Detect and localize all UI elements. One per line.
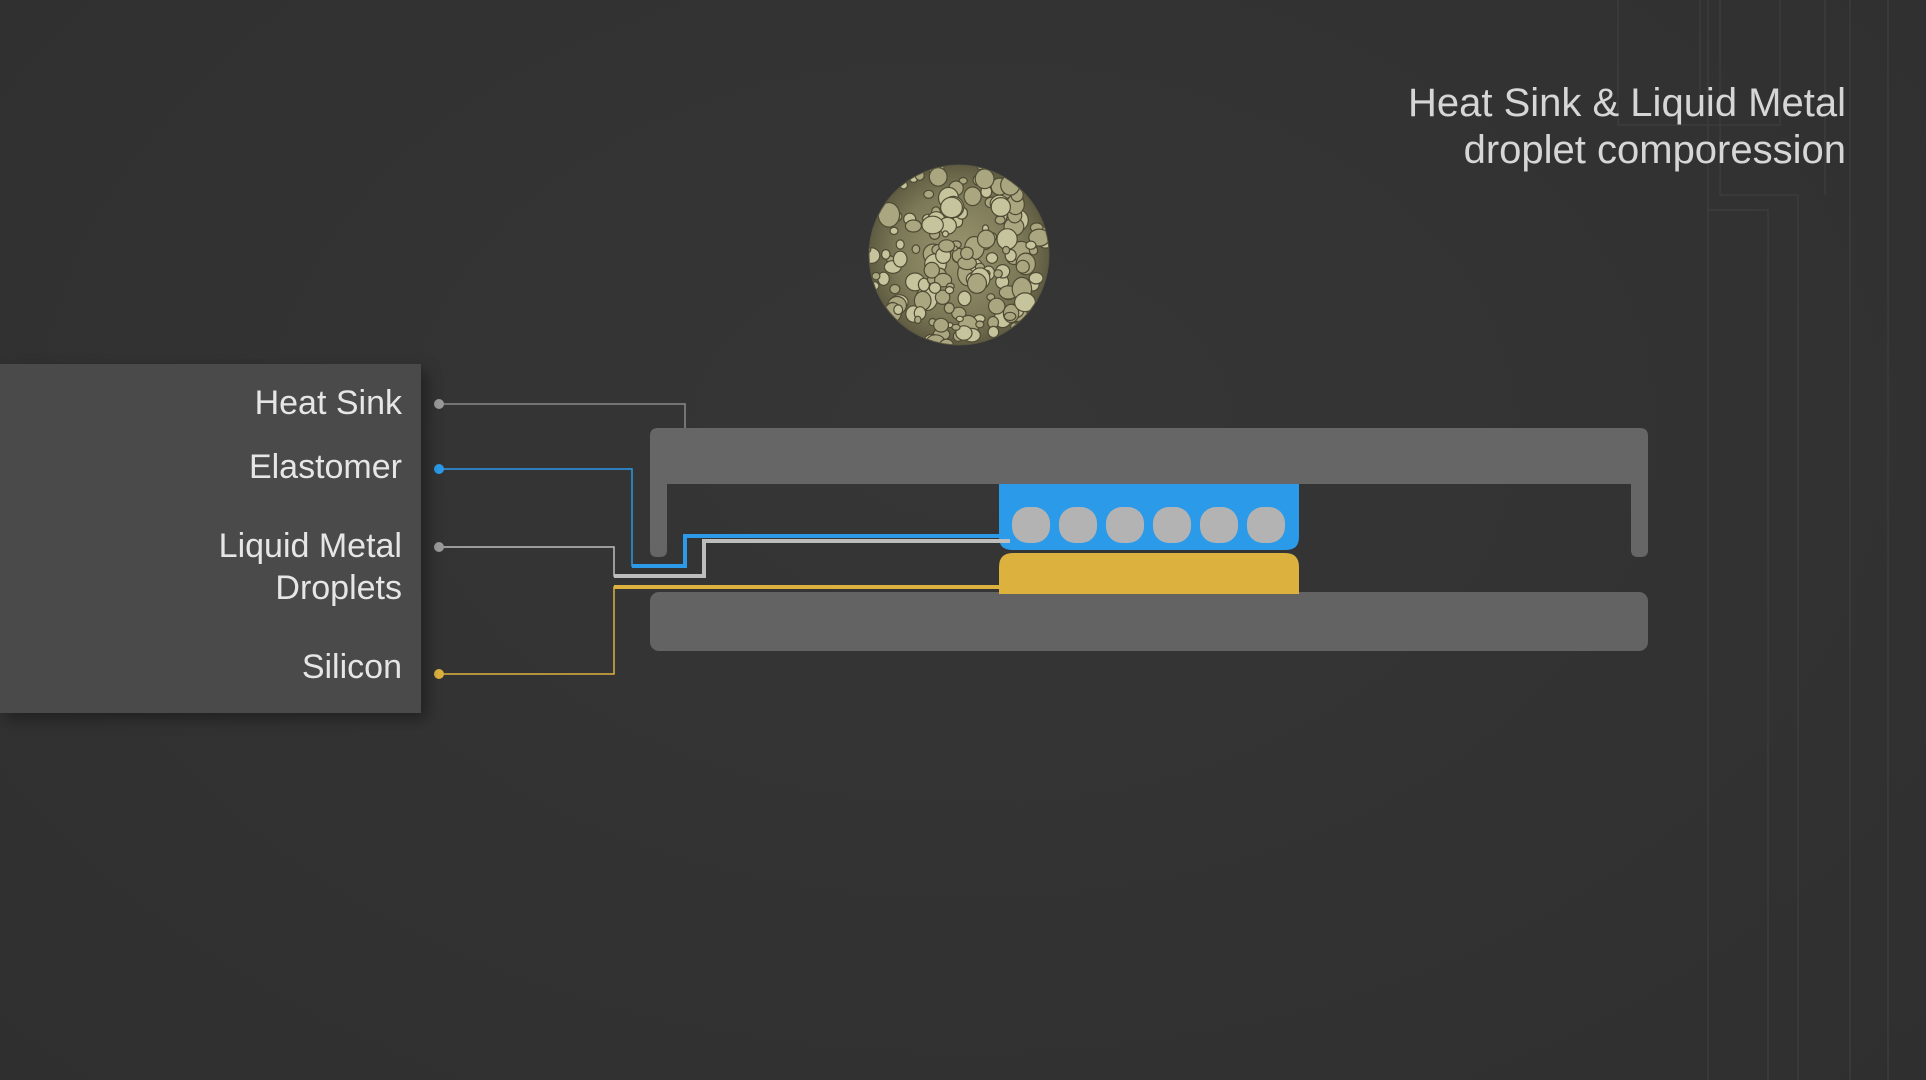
micrograph-grain — [944, 286, 955, 295]
micrograph-grain — [877, 201, 901, 228]
liquid-metal-droplet — [1247, 507, 1285, 543]
micrograph-grain — [928, 281, 942, 294]
legend-label-liquid-metal-droplets: Liquid Metal Droplets — [219, 525, 402, 609]
leader-silicon — [434, 585, 1000, 679]
micrograph-grain — [892, 250, 908, 268]
micrograph-grain — [994, 215, 1006, 225]
legend-panel: Heat Sink Elastomer Liquid Metal Droplet… — [0, 364, 421, 713]
liquid-metal-droplet — [1059, 507, 1097, 543]
legend-label-droplets-line2: Droplets — [275, 569, 402, 607]
micrograph-grain — [880, 248, 891, 260]
leader-droplets — [434, 539, 1010, 578]
diagram-title: Heat Sink & Liquid Metal droplet compore… — [1408, 80, 1846, 174]
leader-heat-sink — [434, 399, 686, 428]
legend-label-silicon: Silicon — [301, 648, 402, 686]
micrograph-grain — [943, 302, 955, 314]
droplet-micrograph — [868, 164, 1050, 346]
micrograph-grain — [974, 168, 995, 190]
micrograph-grain — [938, 239, 956, 253]
legend-label-heat-sink: Heat Sink — [254, 384, 402, 422]
liquid-metal-droplet — [1200, 507, 1238, 543]
micrograph-grain — [889, 283, 901, 295]
micrograph-grain — [1015, 259, 1030, 274]
micrograph-grain — [1003, 311, 1017, 322]
micrograph-grain — [975, 320, 985, 329]
liquid-metal-droplet — [1106, 507, 1144, 543]
micrograph-grain — [913, 315, 922, 324]
micrograph-grain — [993, 269, 1003, 279]
micrograph-grain — [923, 189, 935, 199]
leader-elastomer — [434, 464, 1005, 568]
micrograph-grain — [904, 219, 923, 233]
micrograph-grain — [871, 271, 881, 281]
micrograph-grain — [934, 289, 951, 305]
micrograph-grain — [966, 272, 988, 294]
legend-label-elastomer: Elastomer — [248, 448, 402, 486]
micrograph-grain — [957, 290, 972, 307]
micrograph-grain — [928, 166, 948, 187]
micrograph-grain — [960, 246, 974, 261]
silicon-base-layer — [650, 592, 1648, 651]
silicon-die — [999, 553, 1299, 594]
micrograph-grain — [895, 239, 905, 250]
title-line-2: droplet comporession — [1463, 128, 1846, 172]
micrograph-grain — [1001, 245, 1011, 255]
heat-sink-shape — [650, 428, 1648, 557]
micrograph-grain — [1013, 292, 1036, 313]
background-decoration — [1617, 0, 1889, 1080]
micrograph-grain — [923, 261, 941, 279]
micrograph-grain — [1028, 271, 1044, 285]
micrograph-grain — [869, 246, 872, 254]
micrograph-grain — [1025, 240, 1037, 250]
micrograph-grain — [933, 317, 950, 333]
micrograph-grain — [911, 244, 921, 255]
title-line-1: Heat Sink & Liquid Metal — [1407, 81, 1846, 125]
micrograph-grain — [869, 247, 881, 265]
micrograph-grain — [985, 252, 999, 264]
liquid-metal-droplet — [1153, 507, 1191, 543]
micrograph-grain — [987, 325, 1000, 339]
micrograph-grain — [921, 215, 944, 235]
legend-label-droplets-line1: Liquid Metal — [218, 527, 402, 565]
micrograph-grain — [990, 197, 1012, 218]
micrograph-grain — [955, 315, 964, 323]
micrograph-grain — [941, 230, 950, 238]
micrograph-grain — [939, 196, 963, 219]
micrograph-grain — [951, 323, 961, 331]
micrograph-grain — [963, 186, 982, 207]
liquid-metal-droplets — [1012, 507, 1285, 543]
micrograph-grain — [976, 229, 996, 249]
micrograph-grain — [889, 226, 899, 236]
liquid-metal-droplet — [1012, 507, 1050, 543]
micrograph-grain — [987, 297, 1006, 315]
micrograph-grain — [893, 304, 904, 316]
micrograph-grain — [1000, 174, 1021, 196]
